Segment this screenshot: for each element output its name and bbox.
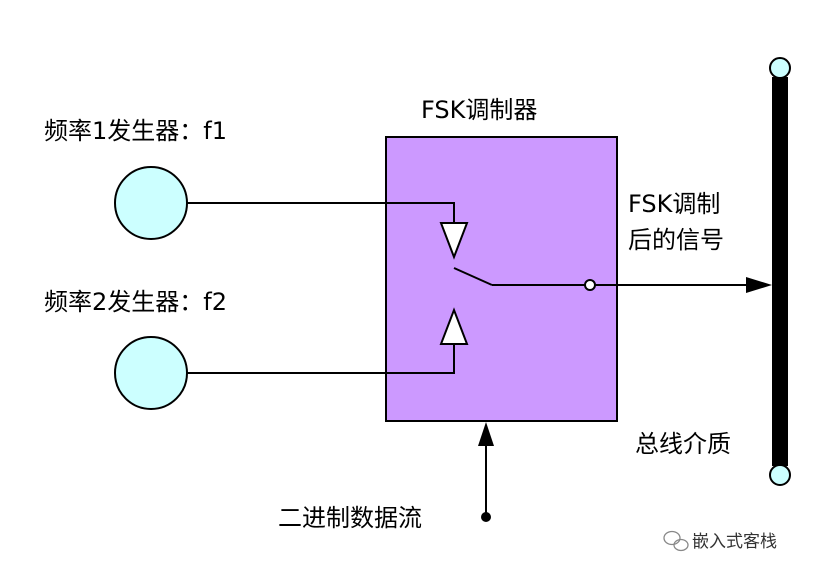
modulator-box	[385, 136, 618, 422]
bus-bar	[772, 77, 788, 466]
output-terminal	[584, 279, 596, 291]
watermark-text: 嵌入式客栈	[692, 532, 777, 552]
output-arrowhead	[746, 277, 772, 293]
output-label-line1: FSK调制	[628, 190, 721, 218]
modulator-title: FSK调制器	[421, 96, 538, 124]
generator-2-circle	[114, 336, 188, 410]
wechat-icon	[663, 530, 689, 552]
contact-bottom-triangle	[439, 307, 469, 345]
contact-top-triangle	[439, 222, 469, 260]
wire-f1	[187, 202, 455, 222]
generator-1-label: 频率1发生器：f1	[44, 117, 227, 145]
switch-arm	[453, 267, 493, 286]
generator-1-circle	[114, 166, 188, 240]
output-label-line2: 后的信号	[628, 226, 724, 254]
generator-2-label: 频率2发生器：f2	[44, 288, 227, 316]
binary-input-dot	[481, 512, 491, 522]
wire-f2	[187, 344, 455, 374]
bus-bottom-cap	[769, 464, 791, 486]
bus-top-cap	[769, 57, 791, 79]
binary-stream-label: 二进制数据流	[278, 504, 422, 532]
bus-medium-label: 总线介质	[635, 430, 731, 458]
binary-input-arrowhead	[478, 422, 494, 446]
